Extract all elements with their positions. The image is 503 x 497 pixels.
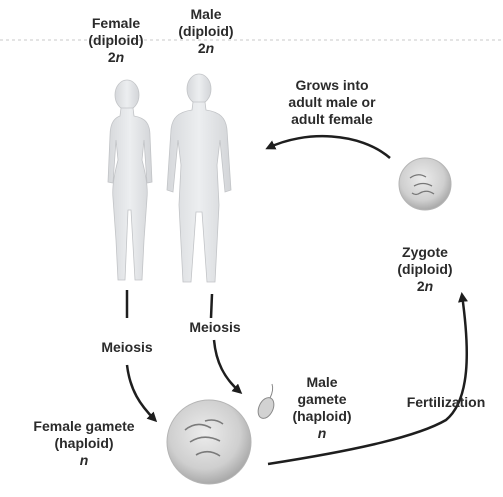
zygote-line1: Zygote: [384, 244, 466, 261]
grows-line1: Grows into: [270, 77, 394, 94]
female-label: Female (diploid) 2n: [80, 15, 152, 66]
meiosis-left-label: Meiosis: [88, 339, 166, 356]
egg-cell: [167, 400, 251, 484]
meiosis-right-label: Meiosis: [178, 319, 252, 336]
male-label-line1: Male: [168, 6, 244, 23]
female-gamete-line1: Female gamete: [10, 418, 158, 435]
arrow-female-meiosis-lower: [127, 365, 155, 420]
fertilization-label: Fertilization: [392, 394, 500, 411]
grows-line3: adult female: [270, 111, 394, 128]
female-ploidy: 2n: [80, 49, 152, 66]
grows-line2: adult male or: [270, 94, 394, 111]
zygote-ploidy: 2n: [384, 278, 466, 295]
zygote-label: Zygote (diploid) 2n: [384, 244, 466, 295]
male-gamete-line1: Male: [281, 374, 363, 391]
male-gamete-label: Male gamete (haploid) n: [281, 374, 363, 442]
male-gamete-line3: (haploid): [281, 408, 363, 425]
male-label-line2: (diploid): [168, 23, 244, 40]
female-gamete-label: Female gamete (haploid) n: [10, 418, 158, 469]
female-gamete-ploidy: n: [10, 452, 158, 469]
arrow-male-meiosis-lower: [214, 340, 240, 392]
male-ploidy: 2n: [168, 40, 244, 57]
arrow-grows-into-adult: [268, 136, 390, 158]
female-figure: [108, 80, 152, 280]
grows-into-label: Grows into adult male or adult female: [270, 77, 394, 128]
zygote-cell: [399, 158, 451, 210]
female-label-line2: (diploid): [80, 32, 152, 49]
arrow-male-meiosis: [211, 294, 212, 318]
male-figure: [167, 74, 231, 282]
female-gamete-line2: (haploid): [10, 435, 158, 452]
male-label: Male (diploid) 2n: [168, 6, 244, 57]
female-label-line1: Female: [80, 15, 152, 32]
male-gamete-line2: gamete: [281, 391, 363, 408]
sperm-cell: [255, 384, 277, 421]
male-gamete-ploidy: n: [281, 425, 363, 442]
zygote-line2: (diploid): [384, 261, 466, 278]
